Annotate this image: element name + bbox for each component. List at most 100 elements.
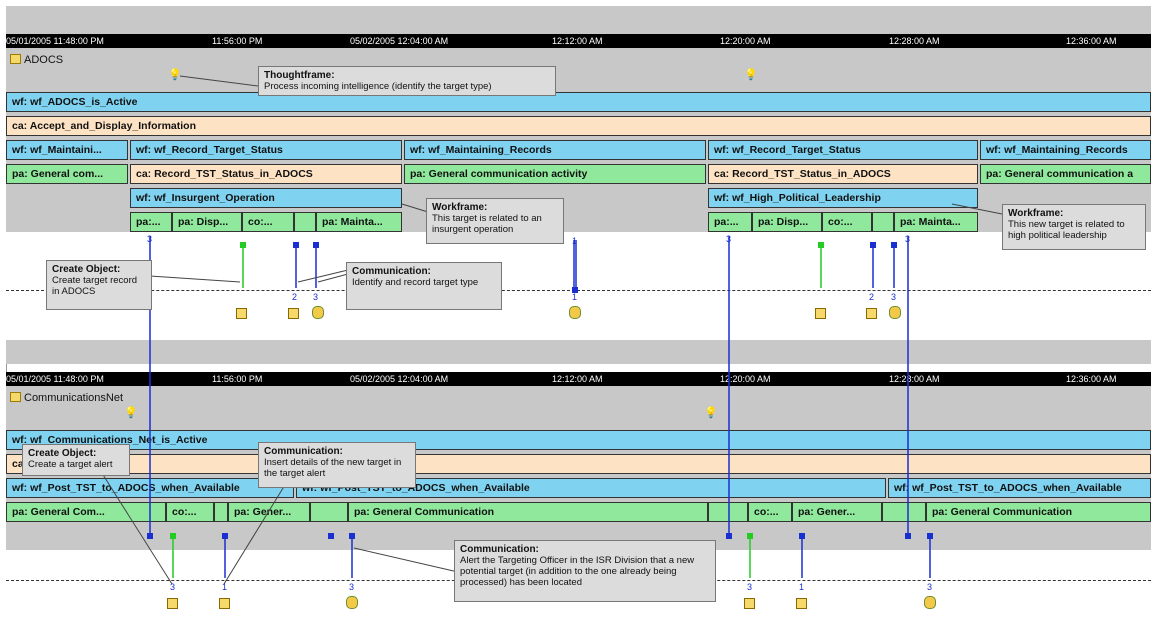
- pa-gener-b2[interactable]: pa: Gener...: [792, 502, 882, 522]
- event-marker[interactable]: [170, 533, 176, 539]
- tick-label: 12:12:00 AM: [552, 36, 603, 46]
- callout-workframe-political: Workframe: This new target is related to…: [1002, 204, 1146, 250]
- wf-high-political-leadership[interactable]: wf: wf_High_Political_Leadership: [708, 188, 978, 208]
- pa-general-communication-activity[interactable]: pa: General communication activity: [404, 164, 706, 184]
- tick-label: 12:20:00 AM: [720, 36, 771, 46]
- blank-b2[interactable]: [310, 502, 348, 522]
- lightbulb-icon[interactable]: 💡: [704, 407, 718, 419]
- event-marker[interactable]: [572, 287, 578, 293]
- callout-communication-insert: Communication: Insert details of the new…: [258, 442, 416, 488]
- sub-pa-mainta-2[interactable]: pa: Mainta...: [894, 212, 978, 232]
- pa-gener-b1[interactable]: pa: Gener...: [228, 502, 310, 522]
- object-cube-icon[interactable]: [288, 308, 299, 319]
- communication-hand-icon[interactable]: [569, 306, 581, 319]
- sub-co-1[interactable]: co:...: [242, 212, 294, 232]
- blank-b4[interactable]: [882, 502, 926, 522]
- lightbulb-icon[interactable]: 💡: [124, 407, 138, 419]
- pa-general-com-b1[interactable]: pa: General Com...: [6, 502, 166, 522]
- sub-blank-1[interactable]: [294, 212, 316, 232]
- callout-title: Workframe:: [432, 202, 488, 213]
- pa-general-communication-a[interactable]: pa: General communication a: [980, 164, 1151, 184]
- event-count: 3: [726, 234, 732, 244]
- object-cube-icon[interactable]: [167, 598, 178, 609]
- callout-title: Communication:: [264, 446, 343, 457]
- event-marker[interactable]: [818, 242, 824, 248]
- event-marker[interactable]: [747, 533, 753, 539]
- event-marker[interactable]: [349, 533, 355, 539]
- sub-pa-1[interactable]: pa:...: [130, 212, 172, 232]
- event-marker[interactable]: [799, 533, 805, 539]
- object-cube-icon[interactable]: [236, 308, 247, 319]
- event-marker[interactable]: [726, 533, 732, 539]
- timeline-bottom: 05/01/2005 11:48:00 PM 11:56:00 PM 05/02…: [6, 372, 1151, 386]
- pa-general-com-1[interactable]: pa: General com...: [6, 164, 128, 184]
- event-marker[interactable]: [870, 242, 876, 248]
- event-marker[interactable]: [905, 533, 911, 539]
- co-b1[interactable]: co:...: [166, 502, 214, 522]
- pointer-line: [951, 203, 1003, 215]
- event-marker[interactable]: [147, 533, 153, 539]
- ca-accept-display[interactable]: ca: Accept_and_Display_Information: [6, 116, 1151, 136]
- event-marker[interactable]: [328, 533, 334, 539]
- agent-name: CommunicationsNet: [24, 392, 124, 404]
- wf-post-tst-2[interactable]: wf: wf_Post_TST_to_ADOCS_when_Available: [296, 478, 886, 498]
- object-cube-icon[interactable]: [866, 308, 877, 319]
- sub-pa-disp-2[interactable]: pa: Disp...: [752, 212, 822, 232]
- object-cube-icon[interactable]: [815, 308, 826, 319]
- wf-record-target-status-1[interactable]: wf: wf_Record_Target_Status: [130, 140, 402, 160]
- sub-pa-mainta-1[interactable]: pa: Mainta...: [316, 212, 402, 232]
- wf-maintaining-3[interactable]: wf: wf_Maintaining_Records: [980, 140, 1151, 160]
- tick-label: 12:12:00 AM: [552, 374, 603, 384]
- object-cube-icon[interactable]: [796, 598, 807, 609]
- lightbulb-icon[interactable]: 💡: [744, 69, 758, 81]
- wf-maintaining-1[interactable]: wf: wf_Maintaini...: [6, 140, 128, 160]
- callout-text: This target is related to an insurgent o…: [432, 213, 542, 235]
- event-marker[interactable]: [293, 242, 299, 248]
- wf-post-tst-3[interactable]: wf: wf_Post_TST_to_ADOCS_when_Available: [888, 478, 1151, 498]
- event-marker[interactable]: [891, 242, 897, 248]
- agent-title-commnet[interactable]: CommunicationsNet: [10, 392, 123, 404]
- pointer-line: [317, 273, 349, 283]
- callout-title: Create Object:: [28, 448, 97, 459]
- wf-adocs-active[interactable]: wf: wf_ADOCS_is_Active: [6, 92, 1151, 112]
- event-count: 3: [313, 292, 319, 302]
- co-b2[interactable]: co:...: [748, 502, 792, 522]
- pointer-line: [297, 269, 349, 283]
- wf-insurgent-operation[interactable]: wf: wf_Insurgent_Operation: [130, 188, 402, 208]
- pointer-line: [179, 75, 259, 87]
- tick-label: 12:36:00 AM: [1066, 36, 1117, 46]
- pointer-line: [401, 203, 429, 213]
- event-marker[interactable]: [313, 242, 319, 248]
- agent-title-adocs[interactable]: ADOCS: [10, 54, 63, 66]
- callout-workframe-insurgent: Workframe: This target is related to an …: [426, 198, 564, 244]
- timeline-top: 05/01/2005 11:48:00 PM 11:56:00 PM 05/02…: [6, 34, 1151, 48]
- blank-b1[interactable]: [214, 502, 228, 522]
- event-marker[interactable]: [240, 242, 246, 248]
- communication-hand-icon[interactable]: [312, 306, 324, 319]
- communication-hand-icon[interactable]: [889, 306, 901, 319]
- pa-general-communication-b1[interactable]: pa: General Communication: [348, 502, 708, 522]
- tick-label: 12:36:00 AM: [1066, 374, 1117, 384]
- event-marker[interactable]: [927, 533, 933, 539]
- sub-pa-2[interactable]: pa:...: [708, 212, 752, 232]
- lightbulb-icon[interactable]: 💡: [168, 69, 182, 81]
- tick-label: 12:20:00 AM: [720, 374, 771, 384]
- tick-label: 05/02/2005 12:04:00 AM: [350, 36, 449, 46]
- event-count: 2: [292, 292, 298, 302]
- blank-b3[interactable]: [708, 502, 748, 522]
- sub-blank-2[interactable]: [872, 212, 894, 232]
- ca-record-tst-2[interactable]: ca: Record_TST_Status_in_ADOCS: [708, 164, 978, 184]
- sub-pa-disp-1[interactable]: pa: Disp...: [172, 212, 242, 232]
- wf-record-target-status-2[interactable]: wf: wf_Record_Target_Status: [708, 140, 978, 160]
- communication-hand-icon[interactable]: [924, 596, 936, 609]
- wf-maintaining-2[interactable]: wf: wf_Maintaining_Records: [404, 140, 706, 160]
- event-count: 1: [799, 582, 805, 592]
- event-count: 3: [927, 582, 933, 592]
- event-marker[interactable]: [222, 533, 228, 539]
- sub-co-2[interactable]: co:...: [822, 212, 872, 232]
- ca-record-tst-1[interactable]: ca: Record_TST_Status_in_ADOCS: [130, 164, 402, 184]
- object-cube-icon[interactable]: [219, 598, 230, 609]
- object-cube-icon[interactable]: [744, 598, 755, 609]
- communication-hand-icon[interactable]: [346, 596, 358, 609]
